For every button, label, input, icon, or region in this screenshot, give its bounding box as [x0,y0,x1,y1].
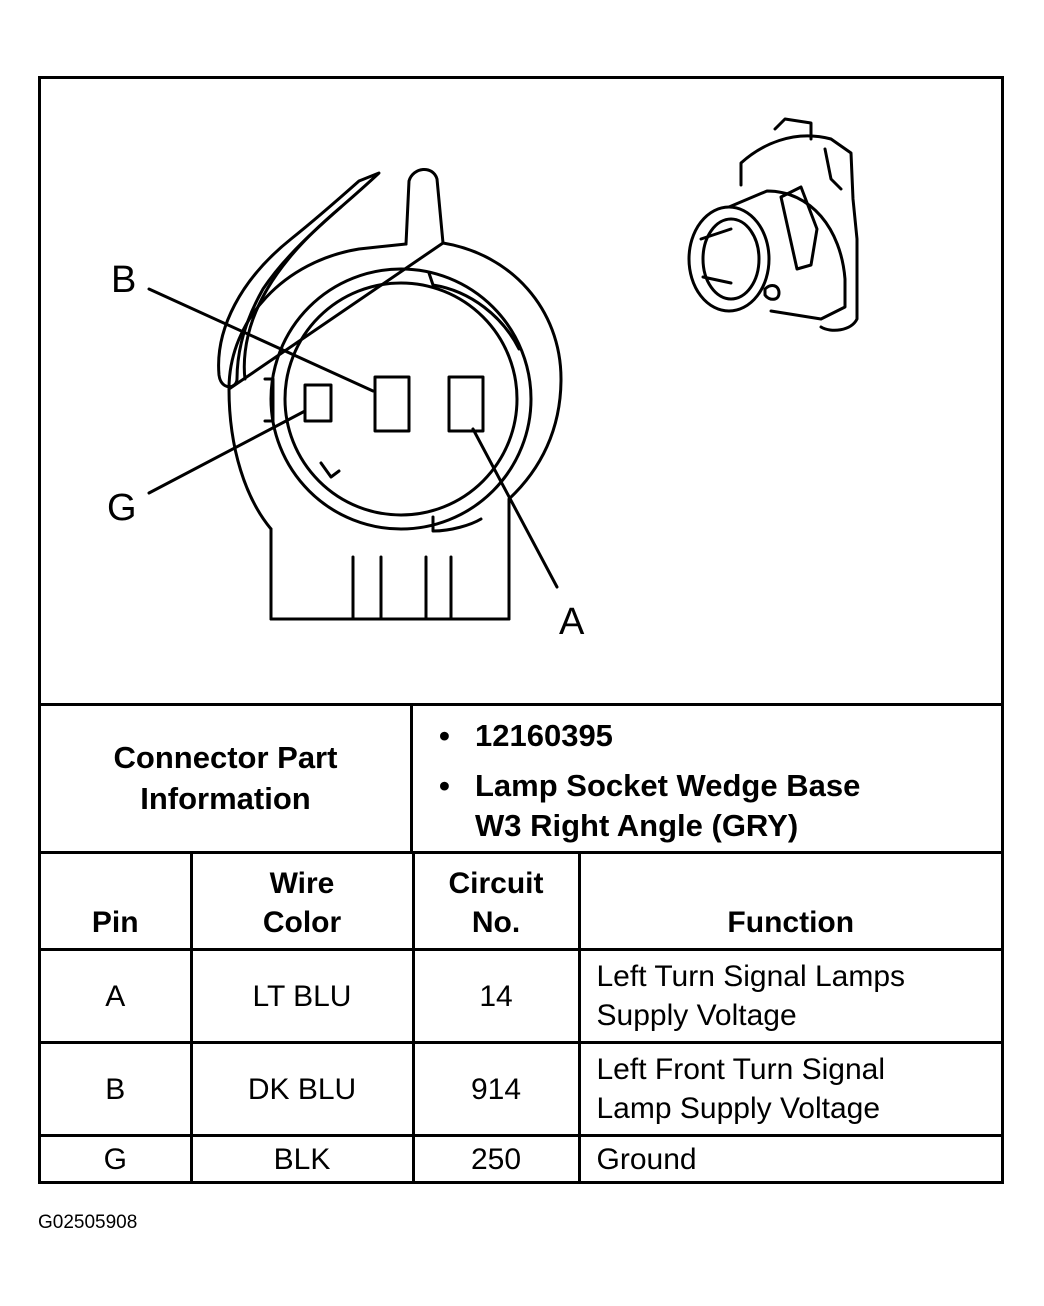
cell-wire-color: BLK [189,1134,415,1181]
part-number-item: • 12160395 [439,716,613,756]
pin-label-a: A [559,601,585,643]
connector-info-label-line1: Connector Part [113,740,338,776]
connector-face-drawing [147,117,859,621]
header-pin: Pin [41,852,193,951]
figure-id: G02505908 [38,1212,138,1233]
pin-label-b: B [111,259,137,301]
cell-wire-color: LT BLU [189,948,415,1044]
connector-ring-outer [269,267,533,531]
connector-lower-body [269,507,511,621]
connector-ring-inner [283,281,519,517]
bullet-dot: • [439,768,450,803]
part-description-line1: Lamp Socket Wedge Base [475,768,861,803]
cell-wire-color: DK BLU [189,1041,415,1137]
terminal-g-slot [303,383,333,423]
cell-pin: A [41,948,193,1044]
connector-figure-frame: B G A Connector Part Information • 12160… [38,76,1004,1184]
cell-circuit: 914 [411,1041,581,1137]
lamp-socket-3d-view [687,117,859,332]
cell-pin: B [41,1041,193,1137]
connector-info-label-line2: Information [140,780,311,816]
bullet-dot: • [439,718,450,753]
terminal-a-slot [447,375,485,433]
cell-circuit: 14 [411,948,581,1044]
leader-line-a [471,427,559,589]
connector-info-values: • 12160395 • Lamp Socket Wedge Base W3 R… [413,706,1001,851]
terminal-b-slot [373,375,411,433]
cell-pin: G [41,1134,193,1181]
leader-line-b [147,287,375,393]
connector-housing-outer [227,241,563,621]
header-function: Function [577,852,1001,951]
connector-part-information: Connector Part Information • 12160395 • … [41,703,1001,851]
part-description-item: • Lamp Socket Wedge Base W3 Right Angle … [439,766,861,847]
connector-ring-key-bottom [319,461,341,479]
leader-line-g [147,409,307,495]
pin-label-g: G [107,487,137,529]
connector-top-tab [404,168,445,246]
connector-ring-left-tab [263,377,275,423]
connector-bottom-notch [431,515,483,533]
table-row: G BLK 250 Ground [41,1134,1001,1181]
cell-function: Ground [577,1134,1001,1181]
cell-circuit: 250 [411,1134,581,1181]
connector-clip-arm [217,171,381,389]
connector-diagram: B G A [41,79,1001,703]
connector-ring-key-top [427,271,521,351]
part-description-line2: W3 Right Angle (GRY) [475,808,799,844]
connector-info-label: Connector Part Information [41,706,413,851]
part-number: 12160395 [475,718,613,753]
